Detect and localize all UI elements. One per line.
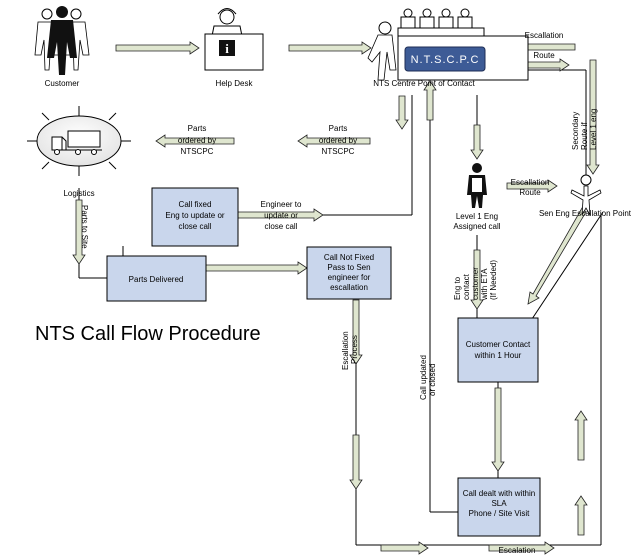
ntscpc-sign — [404, 46, 486, 72]
arrow-ntscpc-level1 — [470, 124, 484, 160]
escalation-process-label: Escallation Process — [341, 331, 359, 370]
arrow-helpdesk-ntscpc — [288, 41, 372, 55]
call-not-fixed-line-3: engineer for — [328, 273, 371, 282]
svg-text:i: i — [225, 41, 229, 56]
customer-label: Customer — [45, 79, 80, 88]
parts-ordered-2-line-3: NTSCPC — [322, 147, 355, 156]
customer-contact-line-1: Customer Contact — [466, 340, 531, 349]
parts-to-site-label: Parts to Site — [80, 205, 89, 249]
arrow-contact-dealt — [491, 387, 505, 472]
arrow-escalation-bottom-1 — [380, 541, 429, 555]
sen-eng-label: Sen Eng Escallation Point — [539, 209, 632, 218]
info-icon: i — [219, 40, 235, 56]
arrow-call-updated-up — [423, 80, 437, 121]
help-desk-label: Help Desk — [216, 79, 254, 88]
svg-text:Secondary: Secondary — [571, 112, 580, 150]
engineer-update-line-1: Engineer to — [261, 200, 302, 209]
arrow-escalation-bottom-2 — [488, 541, 555, 555]
arrow-level1-down — [470, 249, 484, 310]
arrow-right-up-1 — [574, 410, 588, 461]
parts-ordered-1-line-3: NTSCPC — [181, 147, 214, 156]
arrow-seneng-contact — [527, 207, 587, 305]
ntscpc-label: NTS Centre Point of Contact — [373, 79, 475, 88]
svg-text:Route if: Route if — [580, 122, 589, 150]
call-fixed-line-1: Call fixed — [179, 200, 212, 209]
level1-line-1: Level 1 Eng — [456, 212, 498, 221]
truck-icon — [51, 130, 102, 155]
call-fixed-line-3: close call — [179, 222, 212, 231]
escalation-route-top-1: Escallation — [525, 31, 564, 40]
arrow-to-secondary — [527, 58, 570, 72]
call-not-fixed-line-2: Pass to Sen — [327, 263, 370, 272]
svg-text:Process: Process — [350, 335, 359, 364]
customer-icon — [34, 6, 90, 75]
escalation-route-mid-1: Escallation — [511, 178, 550, 187]
call-dealt-line-2: SLA — [491, 499, 507, 508]
page-title: NTS Call Flow Procedure — [35, 323, 261, 345]
arrow-customer-helpdesk — [115, 41, 200, 55]
engineer-update-line-2: update or — [264, 211, 298, 220]
level1-engineer-figure — [467, 163, 487, 208]
ntscpc-sign-text: N.T.S.C.P.C — [411, 54, 480, 66]
customer-contact-line-2: within 1 Hour — [474, 351, 522, 360]
logistics-rays — [27, 106, 131, 176]
svg-text:Call updated: Call updated — [419, 355, 428, 400]
svg-text:or closed: or closed — [428, 364, 437, 396]
call-not-fixed-box: Call Not Fixed Pass to Sen engineer for … — [306, 246, 392, 300]
svg-text:contact: contact — [462, 273, 471, 300]
arrow-right-up-2 — [574, 495, 588, 536]
call-fixed-line-2: Eng to update or — [165, 211, 224, 220]
eng-contact-label: Eng to contact customer with ETA (If Nee… — [453, 260, 498, 301]
arrow-parts-ordered-2 — [297, 134, 371, 148]
arrow-parts-ordered-1 — [155, 134, 235, 148]
arrow-ntscpc-down — [395, 95, 409, 130]
svg-text:customer: customer — [471, 267, 480, 300]
level1-line-2: Assigned call — [453, 222, 500, 231]
arrow-engineer-update — [237, 208, 324, 222]
arrow-parts-not-fixed — [205, 261, 308, 275]
svg-text:(If Needed): (If Needed) — [489, 260, 498, 300]
escalation-bottom-label: Escalation — [499, 546, 536, 555]
call-dealt-line-3: Phone / Site Visit — [469, 509, 531, 518]
arrow-escalation-process-2 — [349, 434, 363, 490]
parts-ordered-2-line-2: ordered by — [319, 136, 357, 145]
arrow-escalation-process — [349, 299, 363, 365]
help-desk-figure — [204, 8, 264, 71]
call-dealt-box: Call dealt with within SLA Phone / Site … — [457, 477, 541, 537]
escalation-route-top-2: Route — [533, 51, 555, 60]
secondary-route-label: Secondary Route if Level 1 eng — [571, 109, 598, 150]
customer-contact-box: Customer Contact within 1 Hour — [457, 317, 539, 383]
senior-engineer-figure — [570, 174, 602, 216]
escalation-route-mid-2: Route — [519, 188, 541, 197]
call-not-fixed-line-4: escallation — [330, 283, 368, 292]
parts-ordered-2-line-1: Parts — [329, 124, 348, 133]
call-updated-label: Call updated or closed — [419, 355, 437, 400]
arrow-parts-to-site — [72, 199, 86, 265]
svg-text:with ETA: with ETA — [480, 268, 489, 301]
ntscpc-figure — [367, 8, 529, 81]
svg-text:Eng to: Eng to — [453, 276, 462, 300]
call-dealt-line-1: Call dealt with within — [463, 489, 535, 498]
arrow-escalation-mid — [506, 179, 558, 193]
arrow-secondary-route — [586, 59, 600, 175]
engineer-update-line-3: close call — [265, 222, 298, 231]
svg-text:Escallation: Escallation — [341, 331, 350, 370]
block-arrows — [72, 40, 604, 555]
parts-delivered-box: Parts Delivered — [106, 255, 207, 302]
parts-ordered-1-line-2: ordered by — [178, 136, 216, 145]
parts-ordered-1-line-1: Parts — [188, 124, 207, 133]
call-not-fixed-line-1: Call Not Fixed — [324, 253, 374, 262]
logistics-label: Logistics — [63, 189, 94, 198]
call-fixed-box: Call fixed Eng to update or close call — [151, 187, 239, 247]
svg-text:Level 1 eng: Level 1 eng — [589, 109, 598, 150]
parts-delivered-line-1: Parts Delivered — [129, 275, 184, 284]
